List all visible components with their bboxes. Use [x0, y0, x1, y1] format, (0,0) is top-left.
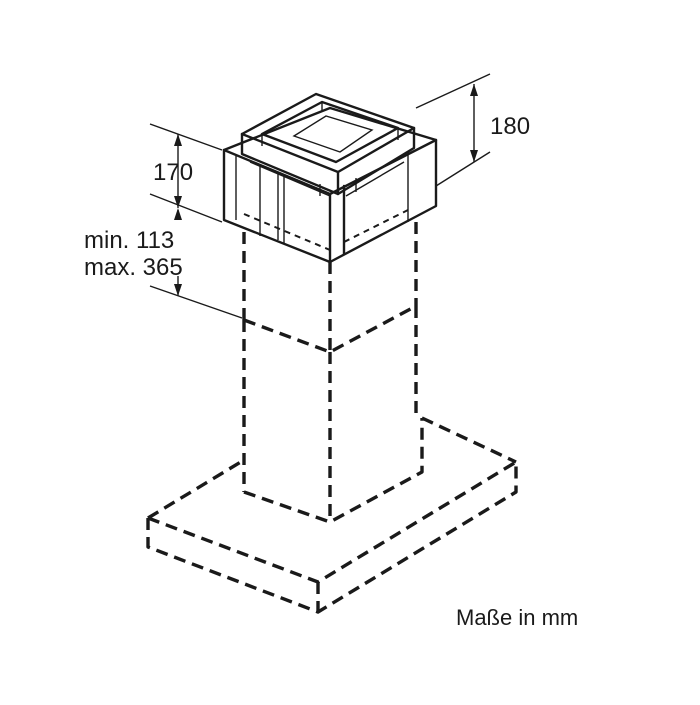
dimension-label-max: max. 365	[84, 254, 183, 281]
canopy-outline	[146, 416, 518, 614]
dimension-line-170	[174, 134, 182, 208]
dimension-line-range	[174, 208, 182, 296]
units-note: Maße in mm	[456, 605, 578, 630]
dimension-line-180	[470, 84, 478, 162]
dimension-label-180: 180	[490, 113, 530, 140]
lower-chimney-outline	[242, 222, 424, 524]
dimension-label-170: 170	[153, 159, 193, 186]
top-adapter-frame	[240, 92, 416, 204]
dimension-label-min: min. 113	[84, 227, 174, 254]
extension-lines	[149, 73, 491, 319]
upper-chimney-box	[222, 106, 438, 264]
